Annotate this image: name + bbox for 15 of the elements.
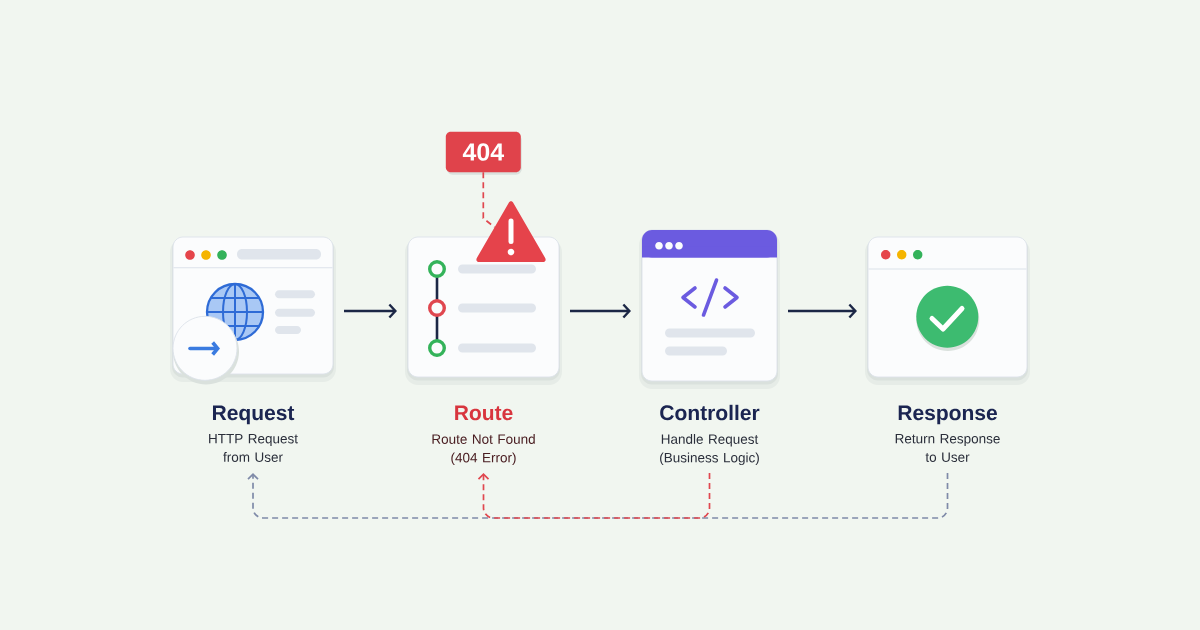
card-subtitle: HTTP Request from User bbox=[209, 434, 298, 462]
card-subtitle: Route Not Found (404 Error) bbox=[432, 434, 535, 466]
arrow bbox=[344, 303, 397, 319]
dashed-arrow bbox=[247, 472, 949, 519]
card-title: Response bbox=[898, 405, 997, 425]
card-title: Controller bbox=[660, 404, 760, 421]
warning-triangle bbox=[476, 201, 546, 263]
error-badge: 404 bbox=[445, 131, 522, 175]
card-title: Route bbox=[455, 405, 513, 421]
arrow bbox=[788, 303, 857, 319]
dashed-arrow bbox=[477, 472, 711, 519]
card-subtitle: Return Response to User bbox=[895, 434, 1000, 462]
arrow bbox=[570, 303, 631, 319]
card-subtitle: Handle Request (Business Logic) bbox=[660, 434, 759, 466]
card-title: Request bbox=[213, 405, 295, 425]
